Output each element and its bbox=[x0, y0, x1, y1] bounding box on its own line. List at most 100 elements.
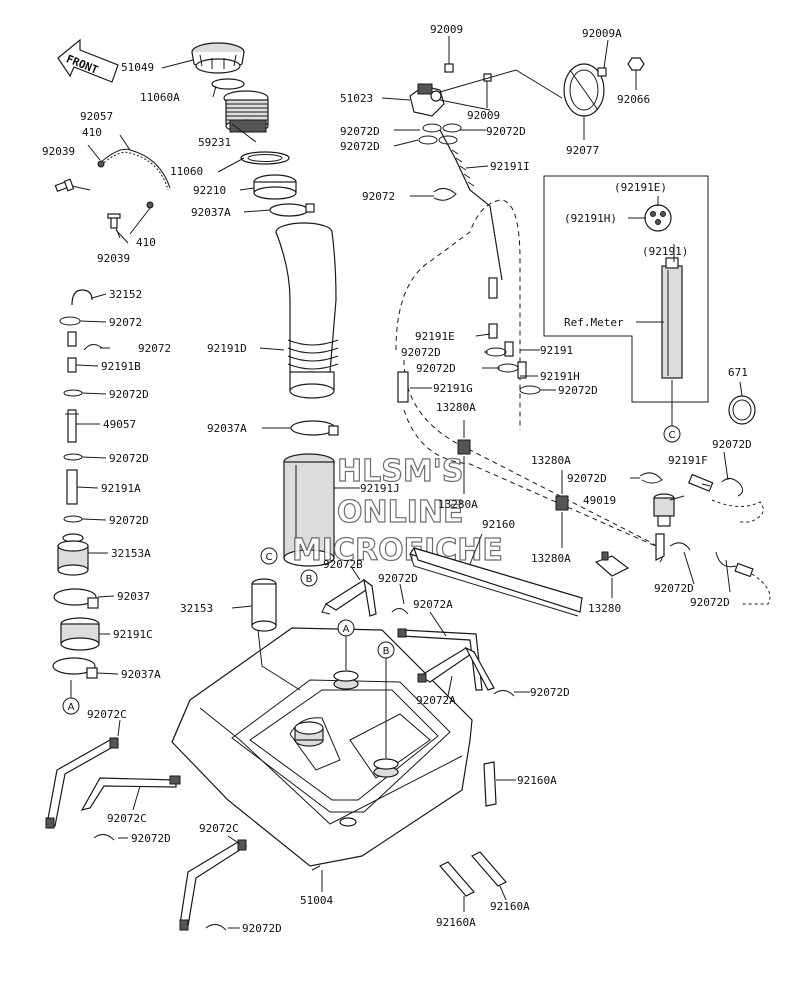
label-410-b: 410 bbox=[136, 236, 156, 249]
decal-92160a-1-icon bbox=[483, 761, 497, 807]
label-92072d-l2: 92072D bbox=[109, 452, 149, 465]
label-92160a-2: 92160A bbox=[490, 900, 530, 913]
label-92072d-b1: 92072D bbox=[131, 832, 171, 845]
label-92072c-2: 92072C bbox=[107, 812, 147, 825]
fuel-valve-51023-icon bbox=[381, 83, 445, 117]
svg-text:ONLINE: ONLINE bbox=[337, 495, 464, 530]
clip-92072d-c1-icon bbox=[391, 608, 409, 615]
label-92160: 92160 bbox=[482, 518, 515, 531]
cap-32153-icon bbox=[251, 578, 301, 691]
label-32153: 32153 bbox=[180, 602, 213, 615]
grommet-92191c-icon bbox=[60, 617, 100, 651]
label-92191f: 92191F bbox=[668, 454, 708, 467]
label-13280a-1: 13280A bbox=[436, 401, 476, 414]
decal-92160a-2-icon bbox=[439, 861, 475, 897]
label-92191i: 92191I bbox=[490, 160, 530, 173]
label-92072d-m2: 92072D bbox=[416, 362, 456, 375]
watermark: HLSM'S ONLINE MICROFICHE bbox=[291, 453, 503, 568]
clip-92072d-m2-icon bbox=[497, 363, 519, 373]
clamp-92037-icon bbox=[53, 588, 99, 609]
callout-b-tank: B bbox=[377, 641, 395, 758]
clips-92072d-top-icon bbox=[418, 123, 462, 145]
clip-92072-top-icon bbox=[433, 188, 457, 201]
clip-92072d-l1-icon bbox=[63, 389, 83, 397]
bracket-13280-icon bbox=[594, 551, 630, 577]
label-92072d-r3: 92072D bbox=[654, 582, 694, 595]
neck-gasket-11060-icon bbox=[240, 151, 290, 165]
label-92072a-1: 92072A bbox=[413, 598, 453, 611]
callout-c-right: C bbox=[663, 425, 681, 443]
label-92072d-r4: 92072D bbox=[690, 596, 730, 609]
clip-92072d-m1-icon bbox=[485, 347, 507, 357]
svg-text:MICROFICHE: MICROFICHE bbox=[292, 533, 503, 568]
hose-92191-small-icon bbox=[504, 341, 514, 357]
label-49057: 49057 bbox=[103, 418, 136, 431]
label-92009-1: 92009 bbox=[430, 23, 463, 36]
clip-13280a-1-icon bbox=[457, 439, 471, 455]
hose-92191g-icon bbox=[397, 371, 409, 403]
svg-text:B: B bbox=[383, 646, 390, 657]
hose-92191e-icon bbox=[488, 277, 498, 299]
label-51004: 51004 bbox=[300, 894, 333, 907]
label-92072d-t2: 92072D bbox=[486, 125, 526, 138]
filler-neck-59231-icon bbox=[223, 90, 269, 133]
clip-92072d-r3-icon bbox=[669, 542, 691, 551]
decal-92160a-3-icon bbox=[471, 851, 507, 887]
clip-92072d-c2-icon bbox=[493, 690, 515, 697]
decal-92160-icon bbox=[409, 547, 584, 617]
label-92191: 92191 bbox=[540, 344, 573, 357]
strap-92072a-1-icon bbox=[397, 628, 483, 691]
callout-b-upper: B bbox=[300, 569, 318, 587]
clip-92072d-l2-icon bbox=[63, 453, 83, 461]
strap-92072c-2-icon bbox=[80, 775, 181, 811]
label-ref-meter: Ref.Meter bbox=[564, 316, 624, 329]
label-92037a-mid: 92037A bbox=[207, 422, 247, 435]
label-51023: 51023 bbox=[340, 92, 373, 105]
hose-92191h-icon bbox=[517, 361, 527, 379]
svg-text:C: C bbox=[266, 552, 273, 563]
bolt-92039-a-icon bbox=[54, 178, 75, 192]
label-92191-box: (92191) bbox=[642, 245, 688, 258]
filler-hose-92191d-icon bbox=[275, 222, 339, 399]
screw-92009a-icon bbox=[597, 39, 609, 77]
label-92037: 92037 bbox=[117, 590, 150, 603]
clamp-92037a-upper-icon bbox=[269, 203, 315, 217]
callout-a-left: A bbox=[62, 697, 80, 715]
label-32152: 32152 bbox=[109, 288, 142, 301]
label-92072d-l1: 92072D bbox=[109, 388, 149, 401]
label-92072d-m1: 92072D bbox=[401, 346, 441, 359]
label-92191e-box: (92191E) bbox=[614, 181, 667, 194]
svg-text:C: C bbox=[669, 430, 676, 441]
label-92191d: 92191D bbox=[207, 342, 247, 355]
clamp-92037a-low-icon bbox=[52, 657, 98, 679]
label-92072d-l3: 92072D bbox=[109, 514, 149, 527]
fitting-49057-icon bbox=[65, 409, 79, 443]
label-92191h: 92191H bbox=[540, 370, 580, 383]
strap-92072c-1-icon bbox=[45, 737, 120, 829]
label-92037a-top: 92037A bbox=[191, 206, 231, 219]
label-92191j: 92191J bbox=[360, 482, 400, 495]
label-11060a: 11060A bbox=[140, 91, 180, 104]
label-92072d-t1: 92072D bbox=[340, 125, 380, 138]
filter-49019-icon bbox=[653, 493, 675, 527]
label-92009-2: 92009 bbox=[467, 109, 500, 122]
label-92191g: 92191G bbox=[433, 382, 473, 395]
callout-a-tank: A bbox=[337, 619, 355, 670]
label-92072c-1: 92072C bbox=[87, 708, 127, 721]
nut-92210-icon bbox=[253, 174, 297, 200]
label-13280: 13280 bbox=[588, 602, 621, 615]
pipe-92191j-icon bbox=[283, 453, 335, 567]
label-92072c-3: 92072C bbox=[199, 822, 239, 835]
label-92009a: 92009A bbox=[582, 27, 622, 40]
label-92072d-b2: 92072D bbox=[242, 922, 282, 935]
label-13280a-3: 13280A bbox=[531, 454, 571, 467]
label-92072-top: 92072 bbox=[362, 190, 395, 203]
svg-text:HLSM'S: HLSM'S bbox=[337, 454, 463, 489]
ref-meter-inset bbox=[543, 175, 709, 426]
elbow-pipe-icon bbox=[655, 533, 665, 561]
hose-92191f-icon bbox=[688, 473, 714, 492]
label-92160a-3: 92160A bbox=[436, 916, 476, 929]
clip-92072d-b1-icon bbox=[93, 834, 115, 841]
